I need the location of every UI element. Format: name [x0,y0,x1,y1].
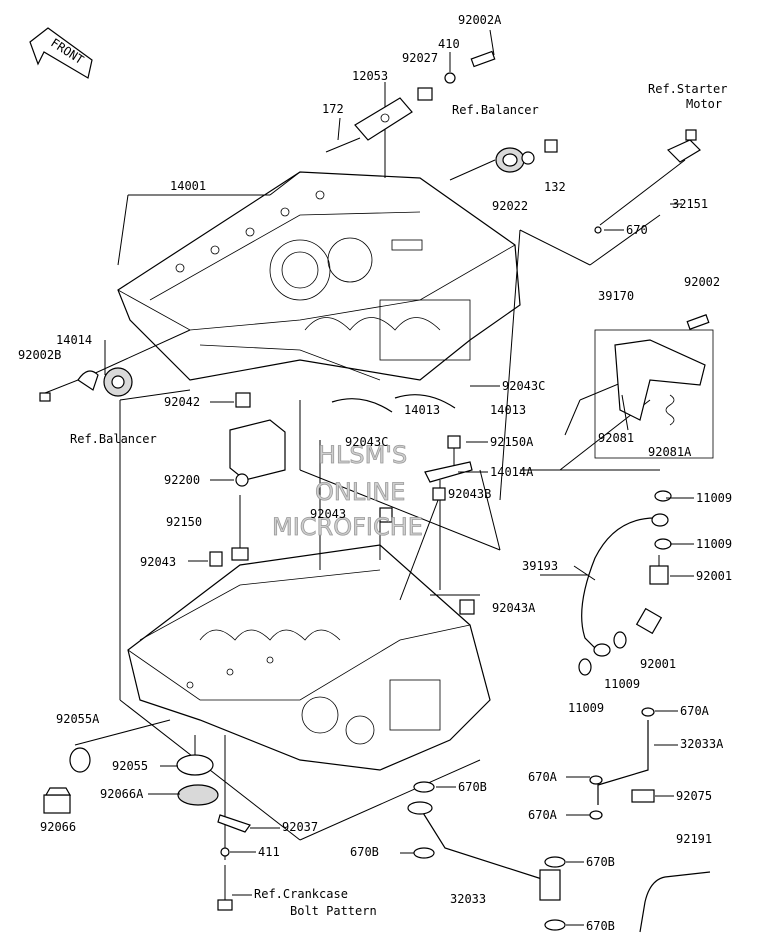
label-92055A: 92055A [56,712,100,726]
part-92055-oring [176,754,214,776]
label-92200: 92200 [164,473,200,487]
part-92191-hose [639,871,711,933]
label-ref-balancer-top: Ref.Balancer [452,103,539,117]
label-ref-starter-2: Motor [686,97,722,111]
label-92001-b: 92001 [640,657,676,671]
label-670A-1: 670A [680,704,710,718]
label-92081A: 92081A [648,445,692,459]
label-39170: 39170 [598,289,634,303]
part-labels: 92002A 410 92027 12053 172 Ref.Balancer … [18,13,732,933]
label-92002A: 92002A [458,13,502,27]
label-92001-a: 92001 [696,569,732,583]
watermark-line-2: ONLINE [315,478,405,506]
watermark-line-1: HLSM'S [318,441,407,469]
watermark: HLSM'S ONLINE MICROFICHE [272,441,424,542]
part-92150-bolt [231,495,249,561]
watermark-line-3: MICROFICHE [272,513,423,541]
label-92066: 92066 [40,820,76,834]
part-92066-plug [43,787,72,814]
label-92002: 92002 [684,275,720,289]
label-92043C-2: 92043C [345,435,388,449]
label-14014: 14014 [56,333,92,347]
label-670B-4: 670B [586,919,615,933]
label-92027: 92027 [402,51,438,65]
label-92075: 92075 [676,789,712,803]
label-92055: 92055 [112,759,148,773]
part-92055A-oring [69,747,91,773]
label-12053: 12053 [352,69,388,83]
label-92191: 92191 [676,832,712,846]
label-11009-d: 11009 [568,701,604,715]
label-92002B: 92002B [18,348,61,362]
label-ref-balancer-left: Ref.Balancer [70,432,157,446]
label-14013-a: 14013 [404,403,440,417]
label-92150A: 92150A [490,435,534,449]
label-92037: 92037 [282,820,318,834]
part-14014-balancer-left [39,329,191,402]
label-11009-a: 11009 [696,491,732,505]
label-14001: 14001 [170,179,206,193]
label-670B-1: 670B [458,780,487,794]
label-ref-crankcase-1: Ref.Crankcase [254,887,348,901]
part-92200-block [229,419,286,487]
label-ref-crankcase-2: Bolt Pattern [290,904,377,918]
label-411: 411 [258,845,280,859]
upper-crankcase [117,171,521,381]
label-ticks [148,203,694,926]
leader-lines [39,82,661,860]
label-ref-starter-1: Ref.Starter [648,82,727,96]
label-92150: 92150 [166,515,202,529]
label-132: 132 [544,180,566,194]
part-balancer-bearing-top [495,139,558,173]
label-410: 410 [438,37,460,51]
part-39170-bracket [594,314,714,459]
label-670B-3: 670B [586,855,615,869]
lower-crankcase [127,544,491,771]
label-32033: 32033 [450,892,486,906]
part-14013-shells [331,394,456,413]
part-92042 [235,392,251,408]
part-172 [325,117,361,153]
label-32033A: 32033A [680,737,724,751]
label-92043A: 92043A [492,601,536,615]
part-92043-dowels [209,487,475,615]
part-92037-clamp [217,814,251,911]
part-92150A-bolt [424,435,473,483]
label-92066A: 92066A [100,787,144,801]
label-92022: 92022 [492,199,528,213]
part-32033A-pipe [589,707,655,820]
label-92042: 92042 [164,395,200,409]
label-14014A: 14014A [490,465,534,479]
front-arrow-icon: FRONT [29,27,93,79]
part-410 [444,52,456,84]
part-92027 [417,87,433,101]
label-32151: 32151 [672,197,708,211]
label-172: 172 [322,102,344,116]
part-92002A [470,29,496,68]
label-92081: 92081 [598,431,634,445]
part-92066A-cap [177,784,219,806]
label-670: 670 [626,223,648,237]
part-11009-washers [578,490,672,676]
label-92043-a: 92043 [310,507,346,521]
label-92043C: 92043C [502,379,545,393]
part-32151-shaft [594,129,701,234]
label-670A-3: 670A [528,808,558,822]
label-92043B: 92043B [448,487,491,501]
label-14013-b: 14013 [490,403,526,417]
label-670A-2: 670A [528,770,558,784]
label-39193: 39193 [522,559,558,573]
label-11009-c: 11009 [604,677,640,691]
part-12053 [354,97,413,141]
label-92043-b: 92043 [140,555,176,569]
label-11009-b: 11009 [696,537,732,551]
part-39193-oil-pipe [581,513,669,657]
part-92001-bolts [635,555,669,635]
label-670B-2: 670B [350,845,379,859]
part-32033-pipe [407,781,566,931]
